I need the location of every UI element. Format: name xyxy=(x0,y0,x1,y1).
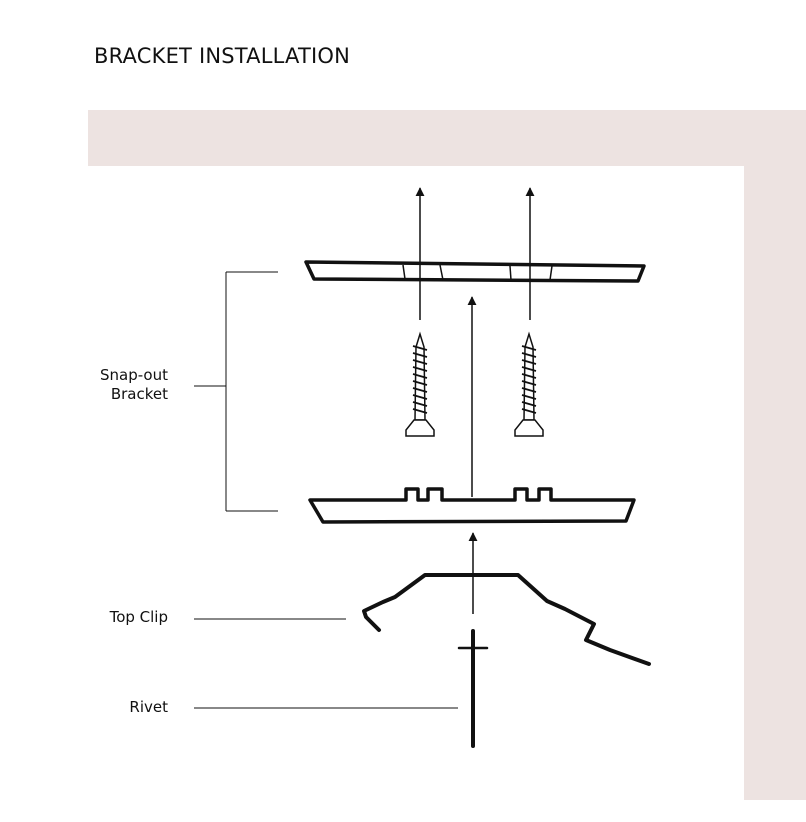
upper-bracket-plate xyxy=(304,260,646,283)
lower-bracket-plate xyxy=(308,487,636,524)
snap-out-bracket-label-line1: Snap-out xyxy=(100,366,168,384)
diagram-title: BRACKET INSTALLATION xyxy=(94,44,351,68)
rivet-label: Rivet xyxy=(129,698,168,716)
snap-out-bracket-label-line2: Bracket xyxy=(110,385,168,403)
bracket-leader xyxy=(194,271,278,512)
left-screw-icon xyxy=(405,331,435,437)
wall-side-band xyxy=(744,110,806,800)
top-clip-label: Top Clip xyxy=(109,608,168,626)
rivet-icon xyxy=(457,629,489,748)
right-screw-icon xyxy=(514,331,544,437)
wall-top-band xyxy=(88,110,806,166)
snap-out-bracket-label: Snap-out Bracket xyxy=(60,366,168,404)
top-clip-profile xyxy=(362,573,651,666)
